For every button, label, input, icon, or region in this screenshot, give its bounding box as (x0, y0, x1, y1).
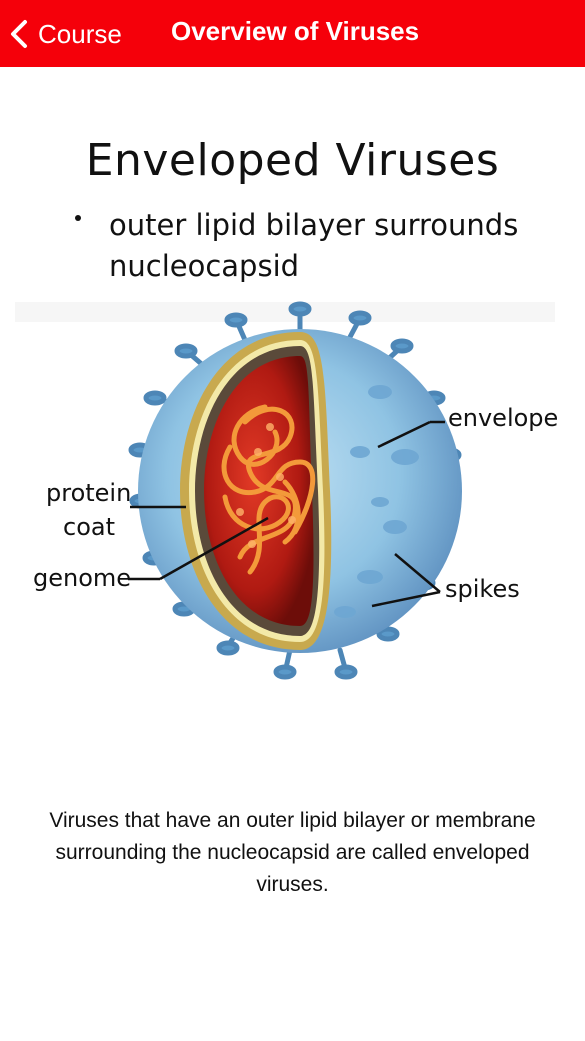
bullet-dot (75, 215, 81, 221)
label-protein: protein (46, 479, 132, 507)
envelope-surface (334, 385, 419, 618)
lesson-slide: Enveloped Viruses outer lipid bilayer su… (0, 67, 585, 787)
back-button[interactable]: Course (8, 14, 122, 54)
label-coat: coat (63, 513, 115, 541)
slide-caption: Viruses that have an outer lipid bilayer… (49, 809, 536, 896)
page-title: Overview of Viruses (171, 16, 420, 46)
label-spikes: spikes (445, 575, 520, 603)
label-genome: genome (33, 564, 132, 592)
callout-lines (128, 420, 445, 608)
virus-illustration (15, 301, 555, 680)
back-button-label: Course (38, 18, 122, 49)
chevron-left-icon (11, 20, 27, 48)
label-envelope: envelope (448, 404, 559, 432)
navigation-bar: Course Overview of Viruses (0, 0, 585, 67)
virus-diagram: envelope protein coat genome spikes (0, 282, 585, 702)
bullet-text: outer lipid bilayer surrounds nucleocaps… (109, 208, 519, 283)
slide-heading: Enveloped Viruses (85, 135, 500, 186)
